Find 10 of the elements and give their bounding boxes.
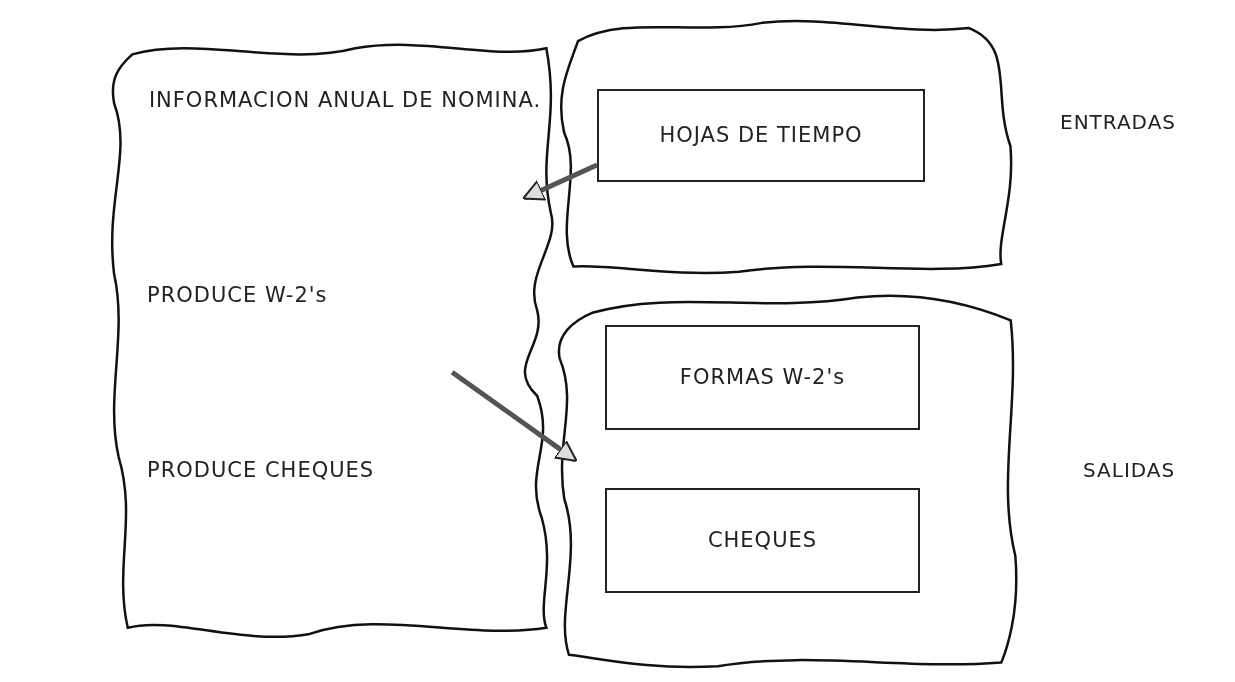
process-box: HOJAS DE TIEMPO: [597, 89, 925, 182]
side-label: ENTRADAS: [1060, 110, 1176, 134]
arrow: [450, 370, 578, 462]
process-box: FORMAS W-2's: [605, 325, 920, 430]
cloud-text: INFORMACION ANUAL DE NOMINA.: [147, 87, 543, 114]
cloud-text: PRODUCE CHEQUES: [147, 457, 376, 484]
cloud-text: PRODUCE W-2's: [147, 282, 329, 309]
process-box: CHEQUES: [605, 488, 920, 593]
side-label: SALIDAS: [1083, 458, 1176, 482]
arrow: [522, 162, 599, 201]
